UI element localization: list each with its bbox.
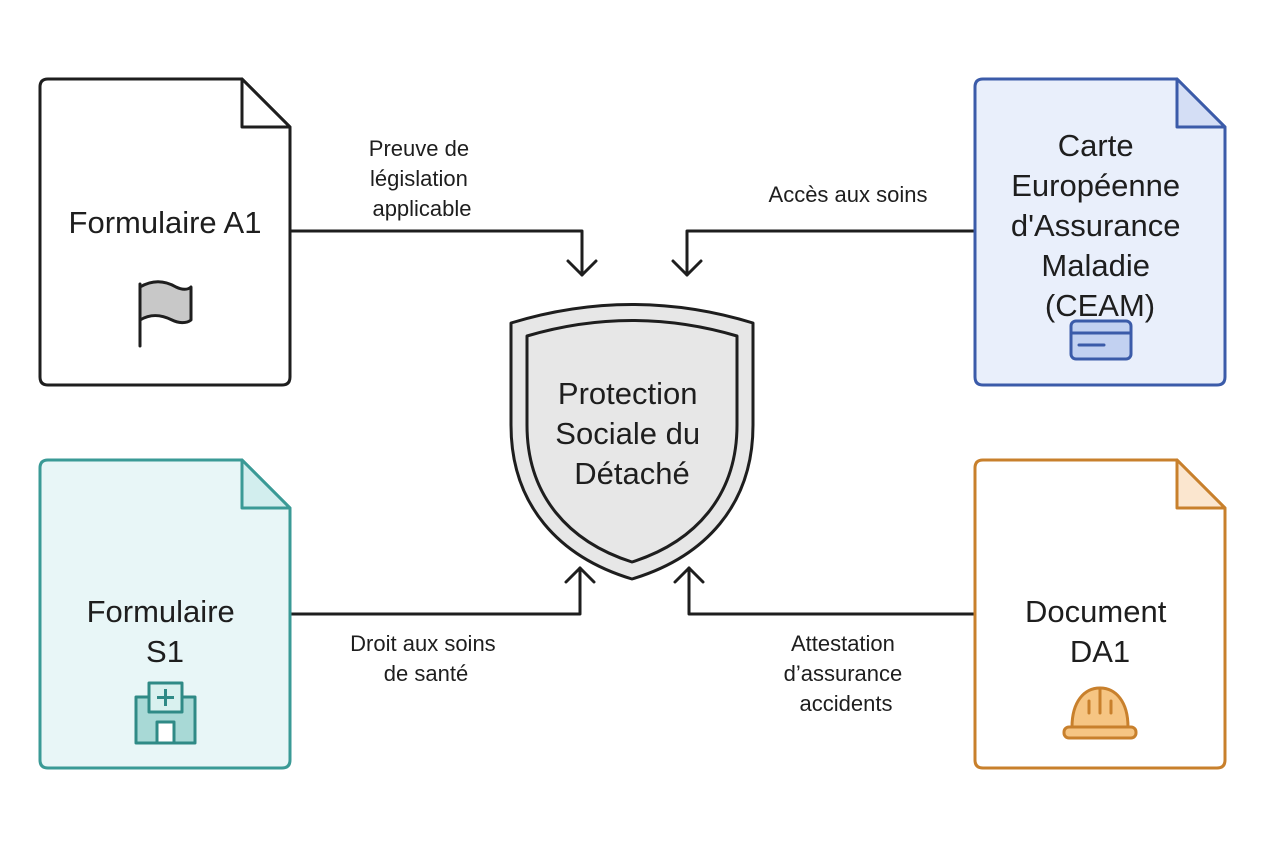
document-a1-title: Formulaire A1 [69, 205, 262, 240]
document-da1-title: Document DA1 [1025, 594, 1175, 669]
document-formulaire-s1[interactable]: Formulaire S1 [38, 458, 292, 770]
shield-inner [525, 319, 739, 564]
edge-label-da1-line: d’assurance [784, 661, 903, 686]
hospital-icon [134, 681, 197, 745]
edge-label-a1-line: Preuve de [369, 136, 469, 161]
document-da1-title-line: DA1 [1070, 634, 1130, 669]
connector-a1 [288, 229, 584, 277]
shield-label-line: Détaché [574, 456, 689, 491]
arrowhead-a1 [566, 259, 598, 277]
edge-label-da1-line: accidents [800, 691, 893, 716]
document-ceam[interactable]: Carte Européenne d'Assurance Maladie (CE… [973, 77, 1227, 387]
connector-ceam [685, 229, 977, 277]
edge-label-a1-line: législation [370, 166, 468, 191]
edge-label-s1: Droit aux soins de santé [350, 631, 502, 686]
document-ceam-page [973, 77, 1227, 387]
document-da1-fold [1175, 458, 1227, 510]
hard-hat-icon [1062, 686, 1138, 740]
document-ceam-title-line: d'Assurance [1011, 208, 1181, 243]
document-ceam-title-line: Maladie [1041, 248, 1150, 283]
arrowhead-ceam [671, 259, 703, 277]
edge-label-s1-line: de santé [384, 661, 468, 686]
document-s1-title-line: S1 [146, 634, 184, 669]
edge-label-a1-line: applicable [372, 196, 471, 221]
document-da1[interactable]: Document DA1 [973, 458, 1227, 770]
shield-label: Protection Sociale du Détaché [555, 376, 708, 491]
document-a1-title-line: Formulaire A1 [69, 205, 262, 240]
document-s1-fold [240, 458, 292, 510]
edge-label-da1: Attestation d’assurance accidents [784, 631, 909, 716]
document-s1-title: Formulaire S1 [87, 594, 244, 669]
edge-label-ceam: Accès aux soins [769, 182, 928, 207]
document-s1-title-line: Formulaire [87, 594, 235, 629]
connector-s1 [288, 566, 582, 616]
document-a1-fold [240, 77, 292, 129]
connectors [288, 229, 977, 616]
arrowhead-s1 [564, 566, 596, 584]
flag-icon [138, 280, 193, 348]
document-ceam-title-line: (CEAM) [1045, 288, 1155, 323]
connector-da1 [687, 566, 977, 616]
credit-card-icon [1069, 319, 1133, 361]
arrowhead-da1 [673, 566, 705, 584]
shield-label-line: Sociale du [555, 416, 700, 451]
document-da1-title-line: Document [1025, 594, 1167, 629]
document-da1-page [973, 458, 1227, 770]
document-ceam-title: Carte Européenne d'Assurance Maladie (CE… [1011, 128, 1189, 323]
edge-label-a1: Preuve de législation applicable [369, 136, 475, 221]
document-formulaire-a1[interactable]: Formulaire A1 [38, 77, 292, 387]
document-s1-page [38, 458, 292, 770]
document-ceam-fold [1175, 77, 1227, 129]
edge-label-ceam-line: Accès aux soins [769, 182, 928, 207]
edge-label-da1-line: Attestation [791, 631, 895, 656]
edge-label-s1-line: Droit aux soins [350, 631, 496, 656]
document-ceam-title-line: Européenne [1011, 168, 1180, 203]
document-ceam-title-line: Carte [1058, 128, 1134, 163]
shield-label-line: Protection [558, 376, 698, 411]
document-a1-page [38, 77, 292, 387]
shield-protection-sociale: Protection Sociale du Détaché [509, 303, 755, 581]
